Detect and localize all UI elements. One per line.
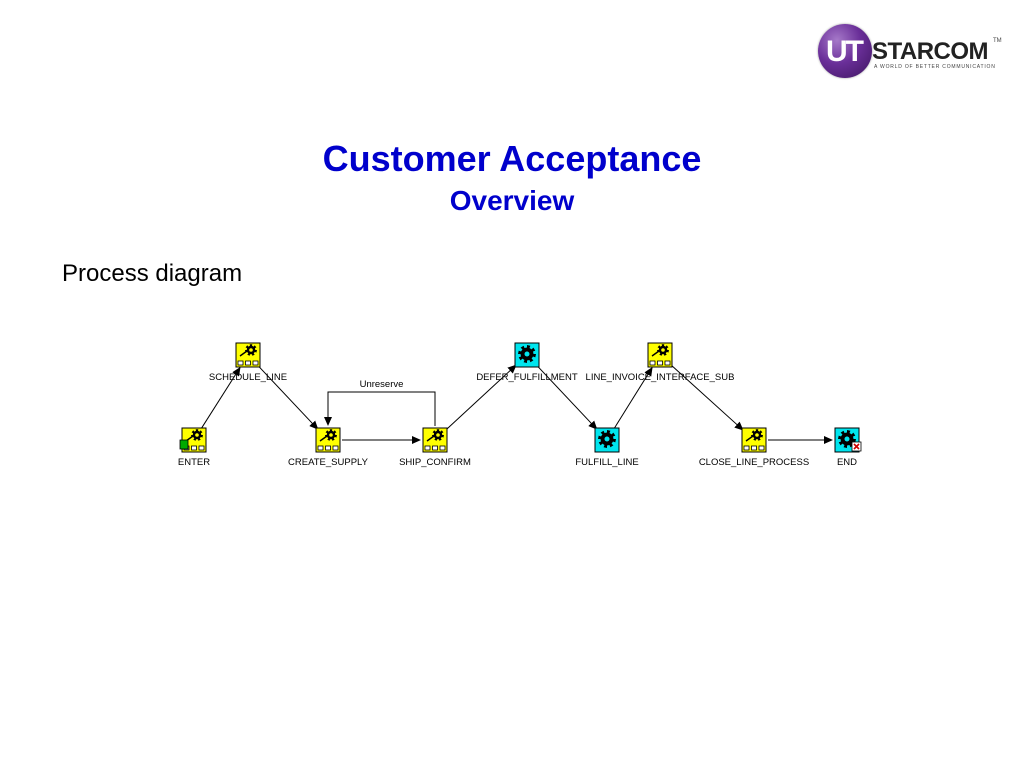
node-label: ENTER bbox=[178, 457, 210, 468]
page-subtitle: Overview bbox=[449, 185, 575, 216]
subprocess-icon bbox=[741, 427, 767, 453]
edge-ship_confirm-to-defer_fulfillment bbox=[444, 364, 517, 431]
edge-enter-to-schedule_line bbox=[201, 366, 241, 429]
edge-fulfill_line-to-line_invoice_interface_sub bbox=[613, 366, 653, 429]
node-label: SCHEDULE_LINE bbox=[209, 372, 287, 383]
node-label: FULFILL_LINE bbox=[575, 457, 638, 468]
edge-label: Unreserve bbox=[360, 379, 404, 390]
logo-circle-icon: UT bbox=[818, 24, 872, 78]
utstarcom-logo: UT STARCOM TM A WORLD OF BETTER COMMUNIC… bbox=[818, 24, 1004, 80]
node-defer-fulfillment[interactable]: DEFER_FULFILLMENT bbox=[476, 342, 578, 383]
section-label: Process diagram bbox=[62, 260, 243, 287]
node-create-supply[interactable]: CREATE_SUPPLY bbox=[288, 427, 369, 468]
node-label: DEFER_FULFILLMENT bbox=[476, 372, 578, 383]
start-marker-icon bbox=[179, 439, 189, 450]
node-label: CLOSE_LINE_PROCESS bbox=[699, 457, 809, 468]
node-ship-confirm[interactable]: SHIP_CONFIRM bbox=[399, 427, 471, 468]
logo-trademark: TM bbox=[993, 38, 1002, 44]
page-title: Customer Acceptance bbox=[322, 138, 702, 179]
edge-defer_fulfillment-to-fulfill_line bbox=[536, 364, 598, 430]
end-marker-icon bbox=[851, 441, 862, 452]
diagram-edges: Unreserve bbox=[201, 364, 833, 444]
node-label: LINE_INVOICE_INTERFACE_SUB bbox=[586, 372, 735, 383]
edge-schedule_line-to-create_supply bbox=[257, 364, 319, 430]
logo-tagline: A WORLD OF BETTER COMMUNICATION bbox=[874, 64, 996, 70]
subprocess-icon bbox=[647, 342, 673, 368]
subprocess-icon bbox=[235, 342, 261, 368]
node-line-invoice-interface-sub[interactable]: LINE_INVOICE_INTERFACE_SUB bbox=[586, 342, 735, 383]
logo-mark-text: UT bbox=[826, 35, 864, 68]
node-close-line-process[interactable]: CLOSE_LINE_PROCESS bbox=[699, 427, 809, 468]
node-fulfill-line[interactable]: FULFILL_LINE bbox=[575, 427, 639, 468]
subprocess-icon bbox=[315, 427, 341, 453]
node-end[interactable]: END bbox=[834, 427, 862, 468]
subprocess-icon bbox=[422, 427, 448, 453]
node-schedule-line[interactable]: SCHEDULE_LINE bbox=[209, 342, 287, 383]
unreserve-edge: Unreserve bbox=[324, 379, 436, 426]
edge-line_invoice_interface_sub-to-close_line_process bbox=[670, 364, 744, 431]
node-label: SHIP_CONFIRM bbox=[399, 457, 471, 468]
node-enter[interactable]: ENTER bbox=[178, 427, 210, 468]
node-label: CREATE_SUPPLY bbox=[288, 457, 369, 468]
gear-icon bbox=[514, 342, 540, 368]
diagram-nodes: ENTER SCHEDULE_LINE CREATE_SUPPLY SHIP_CONF… bbox=[178, 342, 862, 468]
gear-icon bbox=[594, 427, 620, 453]
node-label: END bbox=[837, 457, 857, 468]
gear-icon bbox=[834, 427, 860, 453]
logo-wordmark: STARCOM bbox=[872, 38, 989, 65]
